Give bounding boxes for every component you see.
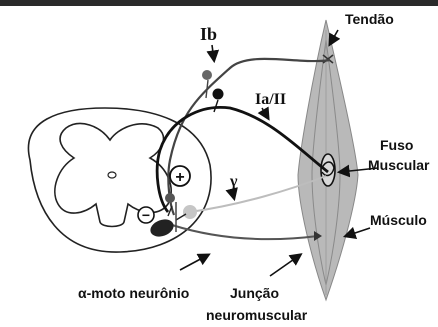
gamma-motoneuron: [183, 205, 197, 219]
plus-symbol: +: [175, 169, 184, 186]
ia-cell-body: [213, 89, 224, 100]
musculo-label: Músculo: [370, 212, 427, 228]
gamma-label: γ: [229, 173, 238, 190]
muscle-spindle: [321, 154, 335, 186]
ib-cell-body: [202, 70, 212, 80]
fuso-label-line1: Fuso: [380, 137, 413, 153]
juncao-label-line2: neuromuscular: [206, 307, 308, 323]
fuso-label-line2: Muscular: [368, 157, 430, 173]
ib-label: Ib: [200, 24, 217, 44]
ib-arrow: [212, 45, 214, 60]
alpha-efferent-fiber: [172, 225, 322, 241]
top-frame-bar: [0, 0, 438, 6]
alpha-arrow: [180, 255, 208, 270]
tendao-label: Tendão: [345, 11, 394, 27]
ia-arrow: [262, 108, 268, 118]
tendao-arrow: [330, 30, 338, 44]
gamma-arrow: [232, 190, 234, 198]
excitatory-sign: +: [170, 166, 190, 186]
juncao-label-line1: Junção: [230, 285, 279, 301]
minus-symbol: −: [142, 207, 150, 223]
juncao-arrow: [270, 255, 300, 276]
inhibitory-sign: −: [138, 207, 154, 223]
musculo-arrow: [346, 228, 370, 236]
ia-ii-label: Ia/II: [255, 91, 286, 108]
alpha-motoneuron-label: α-moto neurônio: [78, 285, 189, 301]
